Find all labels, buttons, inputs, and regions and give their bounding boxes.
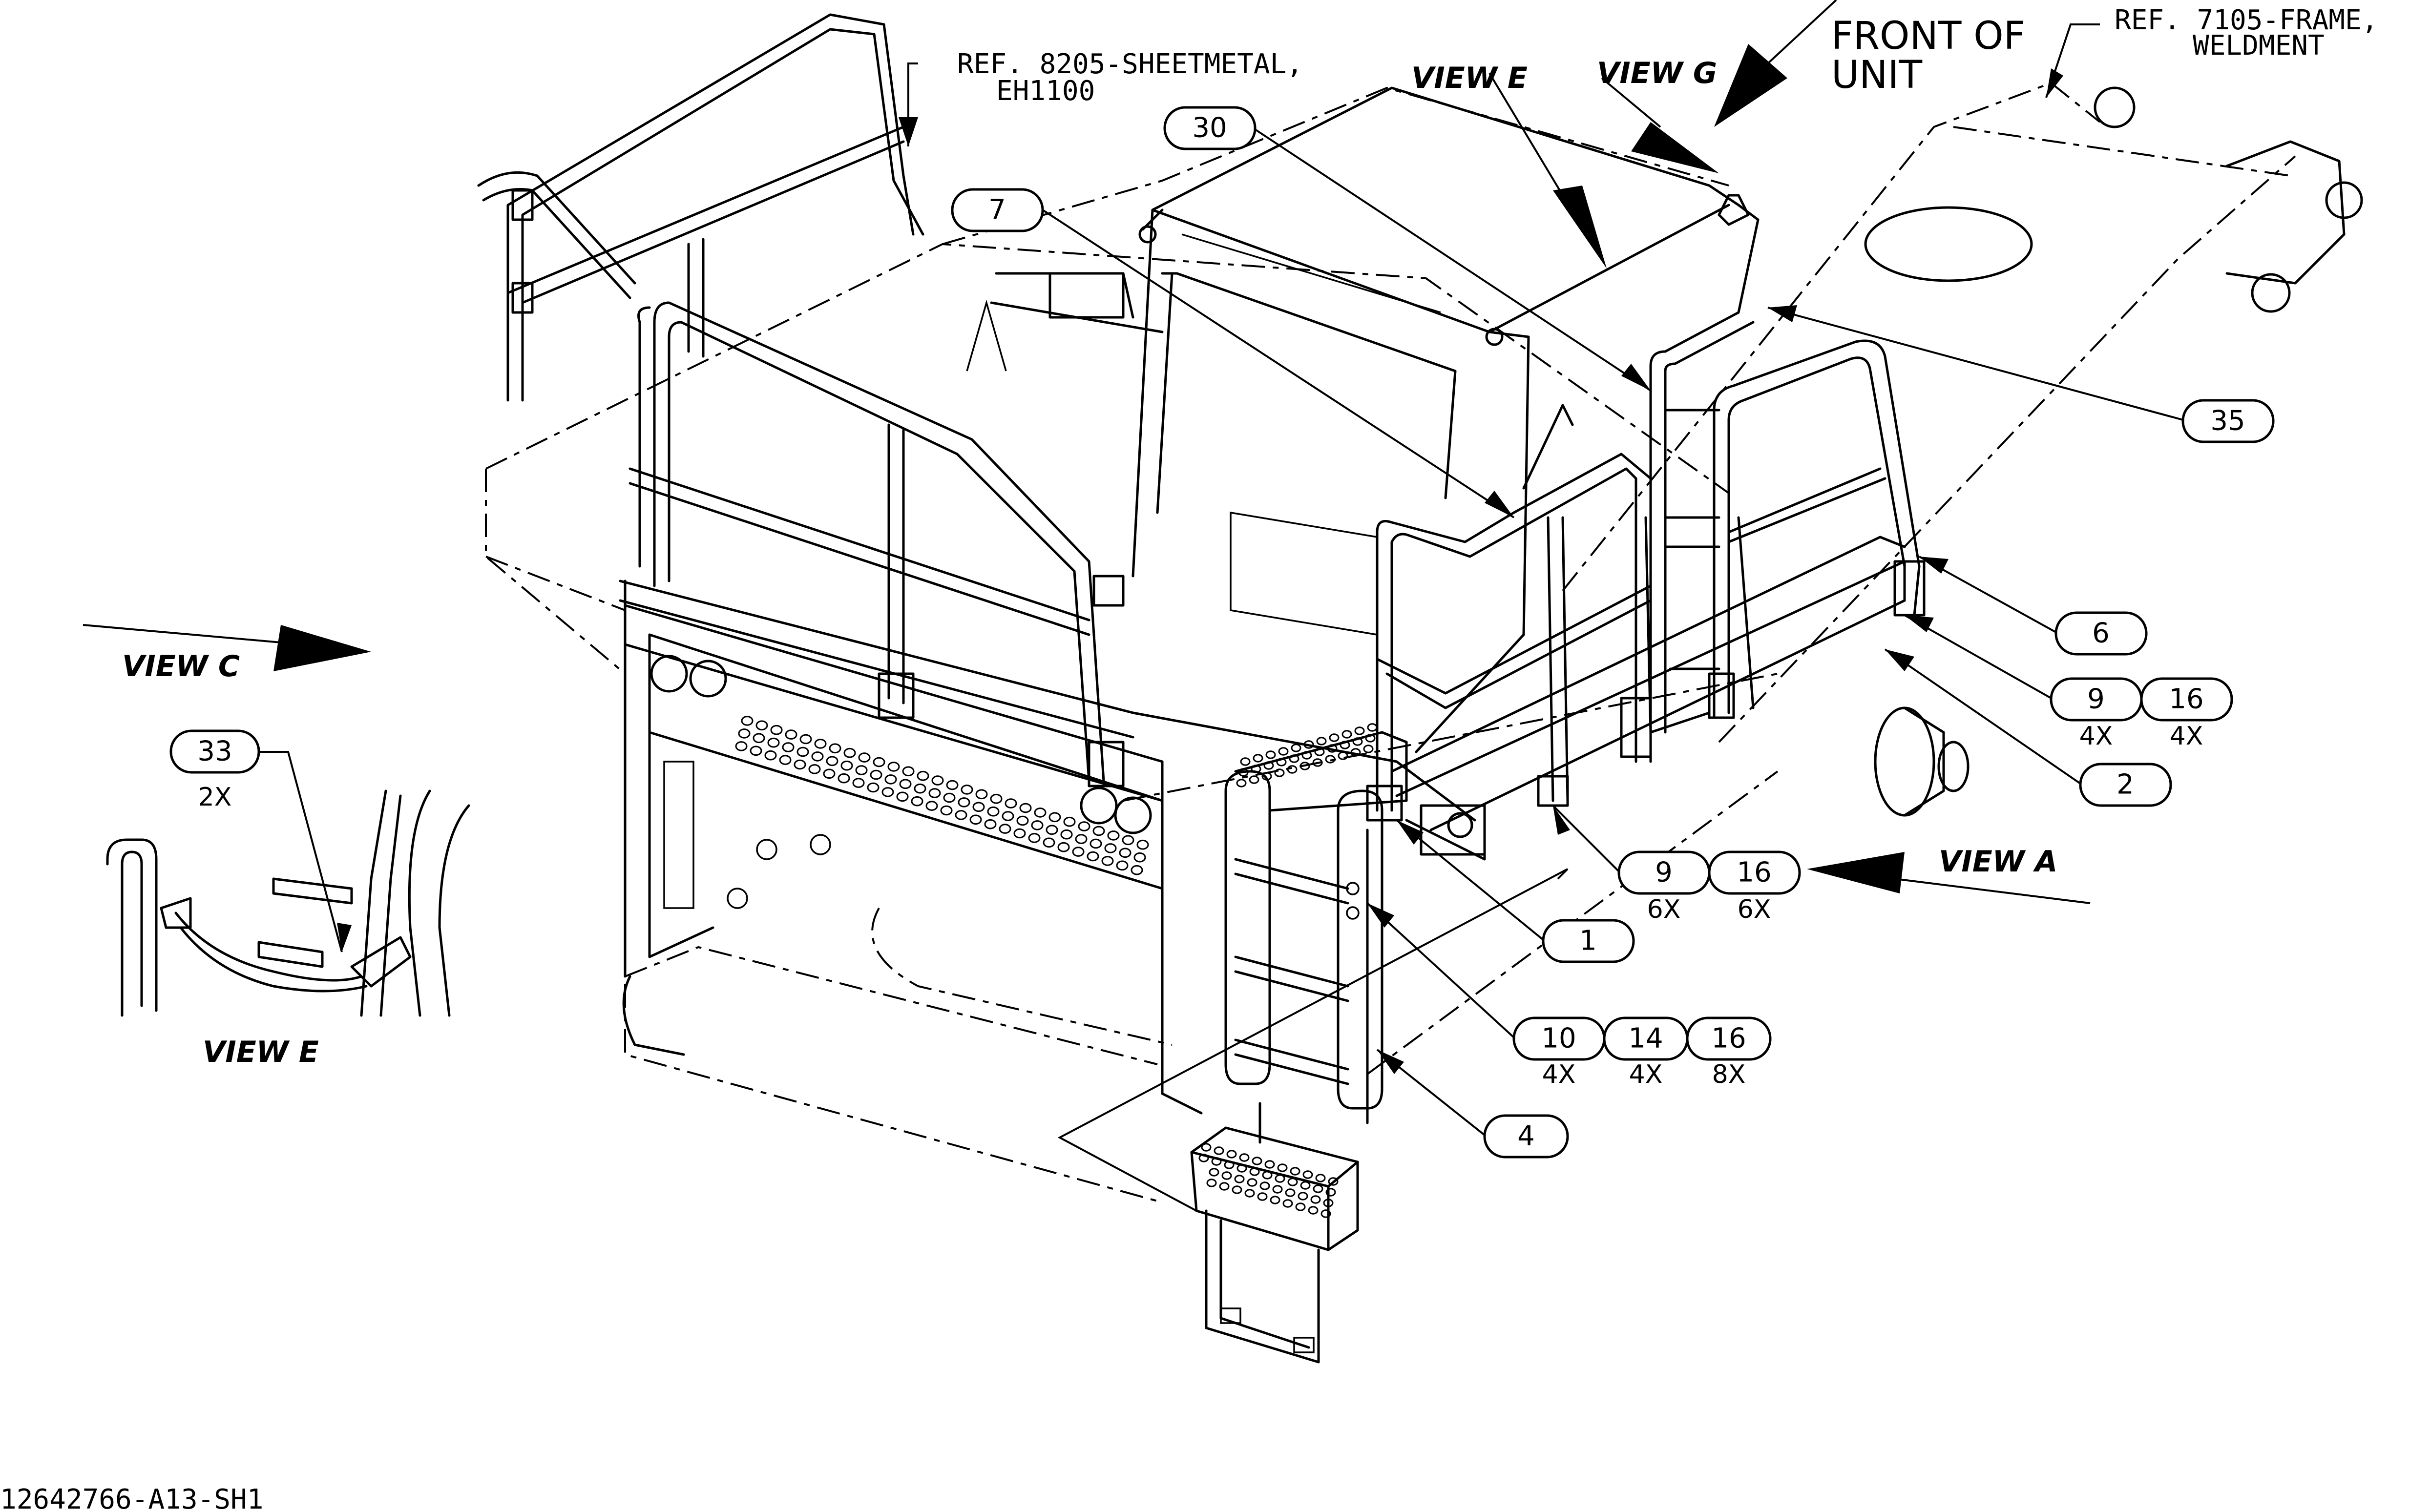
- front-handrail: [629, 301, 1125, 787]
- qty-10: 4X: [1542, 1060, 1576, 1089]
- view-arrows: [83, 0, 2091, 904]
- ref-sheetmetal-line1: REF. 8205-SHEETMETAL,: [957, 48, 1303, 80]
- step-assembly: [1190, 1126, 1359, 1364]
- balloon-9-a: 9: [2087, 684, 2105, 715]
- view-a-label: VIEW A: [1939, 845, 2057, 879]
- balloon-16-a: 16: [2169, 684, 2203, 715]
- balloon-14: 14: [1628, 1023, 1663, 1055]
- qty-16-a: 4X: [2170, 722, 2203, 751]
- balloons: 30 7 35 6 9 16 4X 4X 2 9 16 6X 6X 1 10 1…: [169, 106, 2275, 1159]
- view-e-label-top: VIEW E: [1411, 61, 1528, 95]
- ref-frame-line1: REF. 7105-FRAME,: [2115, 4, 2378, 36]
- balloon-9-b: 9: [1655, 857, 1673, 889]
- qty-9-a: 4X: [2079, 722, 2113, 751]
- front-of-unit-line2: UNIT: [1831, 53, 1922, 97]
- ref-frame-line2: WELDMENT: [2193, 30, 2325, 62]
- drawing-number: 12642766-A13-SH1: [0, 1484, 263, 1512]
- balloon-16-c: 16: [1711, 1023, 1746, 1055]
- balloon-2: 2: [2117, 769, 2134, 801]
- qty-14: 4X: [1629, 1060, 1663, 1089]
- left-upper-handrail: [477, 13, 924, 402]
- balloon-7: 7: [988, 194, 1006, 226]
- main-platform: [619, 516, 1906, 1115]
- balloon-10: 10: [1541, 1023, 1576, 1055]
- arrowheads: [337, 68, 2063, 1074]
- qty-9-b: 6X: [1647, 895, 1681, 924]
- balloon-35: 35: [2210, 405, 2245, 437]
- reference-labels: REF. 8205-SHEETMETAL, EH1100 REF. 7105-F…: [957, 4, 2378, 107]
- balloon-1: 1: [1579, 925, 1597, 957]
- leader-lines: [259, 23, 2183, 1212]
- balloon-33: 33: [197, 736, 232, 767]
- step-perforation: [1198, 1143, 1339, 1218]
- view-g-label: VIEW G: [1597, 56, 1717, 90]
- qty-16-b: 6X: [1738, 895, 1771, 924]
- balloon-4: 4: [1517, 1120, 1535, 1152]
- right-handrail: [1649, 194, 1926, 734]
- balloon-6: 6: [2092, 618, 2110, 649]
- view-labels: VIEW E VIEW G VIEW C VIEW A VIEW E: [122, 56, 2057, 1069]
- front-of-unit-line1: FRONT OF: [1831, 14, 2026, 58]
- qty-33: 2X: [198, 783, 232, 812]
- landing-perforation: [1236, 723, 1378, 787]
- ref-sheetmetal-line2: EH1100: [996, 75, 1095, 107]
- balloon-30: 30: [1192, 112, 1227, 144]
- perforated-grille: [735, 716, 1149, 875]
- view-c-label: VIEW C: [122, 649, 240, 684]
- balloon-16-b: 16: [1737, 857, 1771, 889]
- qty-16-c: 8X: [1712, 1060, 1746, 1089]
- view-e-label-detail: VIEW E: [203, 1035, 319, 1069]
- cross-member: [966, 272, 1164, 372]
- view-e-detail: [106, 789, 470, 1017]
- cab-bulkhead: [1132, 86, 1740, 753]
- center-handrail: [1366, 453, 1652, 822]
- ladder: [1224, 723, 1408, 1144]
